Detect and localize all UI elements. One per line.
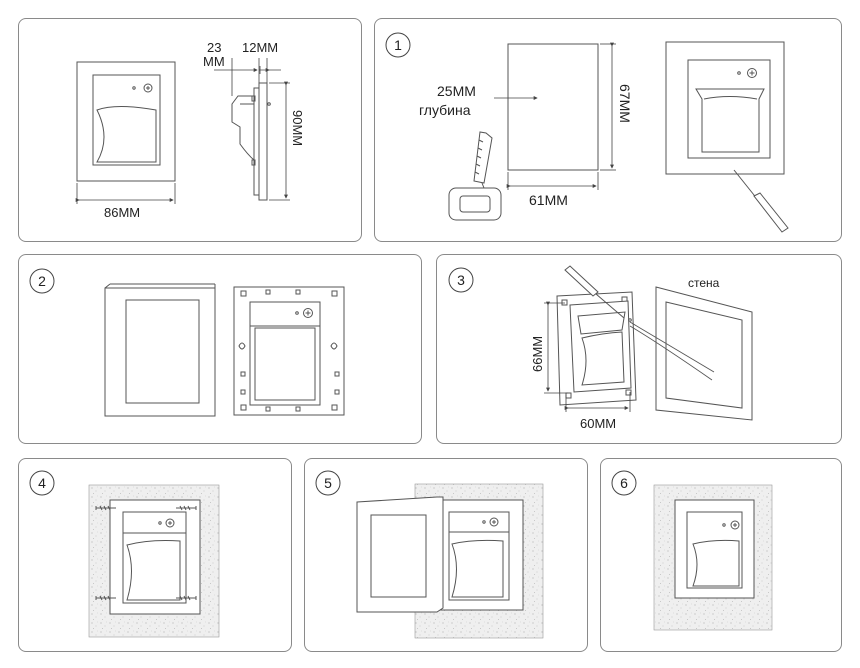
- step-3-badge: 3: [448, 267, 474, 293]
- power-wire: [733, 169, 789, 233]
- wall-hole: [507, 43, 599, 171]
- depth-dimension: [214, 58, 281, 96]
- front-cover: [104, 283, 216, 417]
- hole-width-label: 61MM: [529, 192, 568, 208]
- step-5-badge: 5: [315, 470, 341, 496]
- svg-text:6: 6: [620, 475, 628, 491]
- wall-label: стена: [688, 276, 720, 290]
- mounting-frame: [233, 286, 345, 416]
- svg-text:4: 4: [38, 475, 46, 491]
- width-label: 86MM: [104, 205, 140, 220]
- panel-step-3: [436, 254, 842, 444]
- saw-icon: [448, 131, 502, 221]
- height-label: 90MM: [290, 110, 305, 146]
- box-width-label: 60MM: [580, 416, 616, 431]
- box-width-dimension: [564, 392, 631, 412]
- mounting-screws: [95, 505, 197, 601]
- svg-text:2: 2: [38, 273, 46, 289]
- depth-left-value: 23: [207, 40, 221, 55]
- hole-height-dimension: [600, 42, 616, 171]
- step-6-badge: 6: [611, 470, 637, 496]
- front-view: [76, 61, 176, 182]
- svg-text:1: 1: [394, 37, 402, 53]
- hole-height-label: 67MM: [617, 84, 633, 123]
- light-unit: [569, 300, 632, 393]
- panel-dimensions: [18, 18, 362, 242]
- install-result-view: [665, 41, 785, 175]
- depth-left-unit: MM: [203, 54, 225, 69]
- installed-frame: [109, 499, 201, 615]
- depth-word-label: глубина: [419, 102, 471, 118]
- finished-light: [674, 499, 755, 599]
- width-dimension: [75, 183, 176, 204]
- depth-value-label: 25MM: [437, 83, 476, 99]
- connection-wires: [629, 321, 715, 381]
- svg-text:3: 3: [457, 272, 465, 288]
- box-height-dimension: [544, 301, 568, 394]
- installer-tool: [564, 265, 625, 319]
- svg-text:5: 5: [324, 475, 332, 491]
- step-4-badge: 4: [29, 470, 55, 496]
- front-cover-5: [356, 496, 444, 613]
- hole-width-dimension: [506, 172, 599, 190]
- box-height-label: 66MM: [530, 336, 545, 372]
- height-dimension: [269, 81, 290, 201]
- step-1-badge: 1: [385, 32, 411, 58]
- step-2-badge: 2: [29, 268, 55, 294]
- panel-step-2: [18, 254, 422, 444]
- side-view: [231, 82, 271, 201]
- wall-opening: [655, 286, 753, 421]
- installed-frame-5: [436, 499, 524, 611]
- depth-right-label: 12MM: [242, 40, 278, 55]
